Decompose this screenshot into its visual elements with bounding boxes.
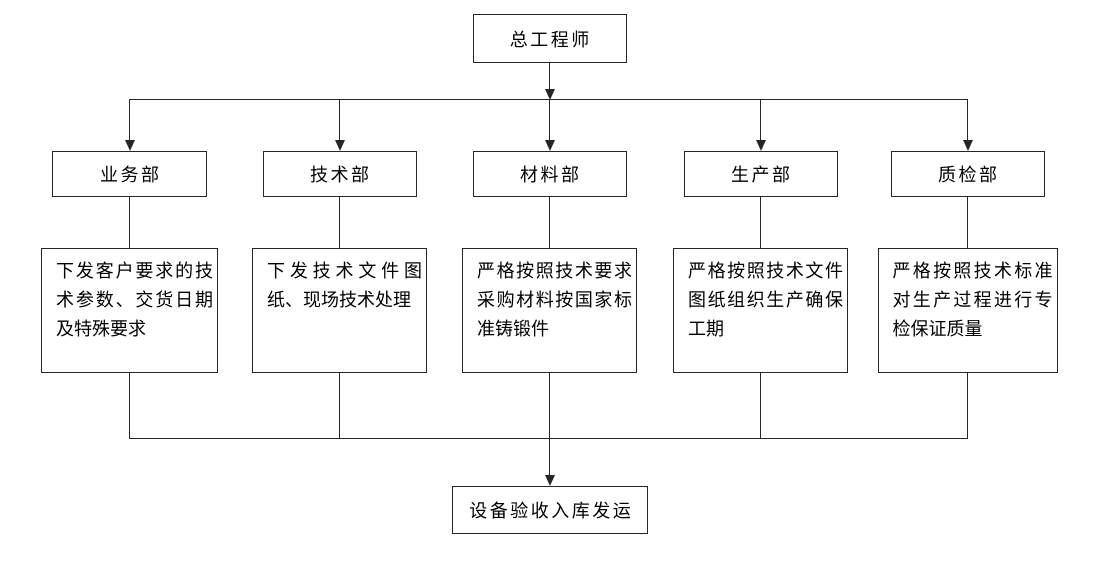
node-dept-business: 业务部 — [52, 151, 207, 197]
node-dept-technical: 技术部 — [262, 151, 417, 197]
connector-fall-production — [759, 373, 762, 439]
arrow-down-icon — [962, 140, 973, 151]
task-box-quality: 严格按照技术标准对生产过程进行专检保证质量 — [877, 248, 1058, 373]
connector-fall-technical — [338, 373, 341, 439]
connector-collector-bar — [128, 438, 969, 440]
connector-drop-materials — [548, 100, 551, 141]
arrow-down-icon — [755, 140, 766, 151]
arrow-down-icon — [124, 140, 135, 151]
connector-link-quality — [966, 197, 969, 248]
connector-link-materials — [548, 197, 551, 248]
connector-link-production — [759, 197, 762, 248]
task-box-technical: 下发技术文件图纸、现场技术处理 — [252, 248, 427, 373]
node-chief-engineer: 总工程师 — [472, 14, 627, 63]
connector-fall-materials-to-sink — [548, 373, 551, 476]
task-box-materials: 严格按照技术要求采购材料按国家标准铸锻件 — [462, 248, 637, 373]
node-dept-production: 生产部 — [683, 151, 838, 197]
connector-link-technical — [338, 197, 341, 248]
connector-root-stem — [548, 63, 551, 90]
connector-fall-quality — [966, 373, 969, 439]
arrow-down-icon — [544, 475, 555, 486]
connector-drop-quality — [966, 100, 969, 141]
connector-drop-technical — [338, 100, 341, 141]
connector-drop-business — [128, 100, 131, 141]
arrow-down-icon — [334, 140, 345, 151]
arrow-down-icon — [544, 89, 555, 100]
node-dept-materials: 材料部 — [472, 151, 627, 197]
node-dept-quality: 质检部 — [890, 151, 1045, 197]
connector-drop-production — [759, 100, 762, 141]
task-box-business: 下发客户要求的技术参数、交货日期及特殊要求 — [41, 248, 218, 373]
connector-fall-business — [128, 373, 131, 439]
connector-link-business — [128, 197, 131, 248]
connector-distribution-bar — [128, 99, 969, 101]
node-equipment-acceptance: 设备验收入库发运 — [452, 486, 648, 534]
arrow-down-icon — [544, 140, 555, 151]
task-box-production: 严格按照技术文件图纸组织生产确保工期 — [673, 248, 848, 373]
